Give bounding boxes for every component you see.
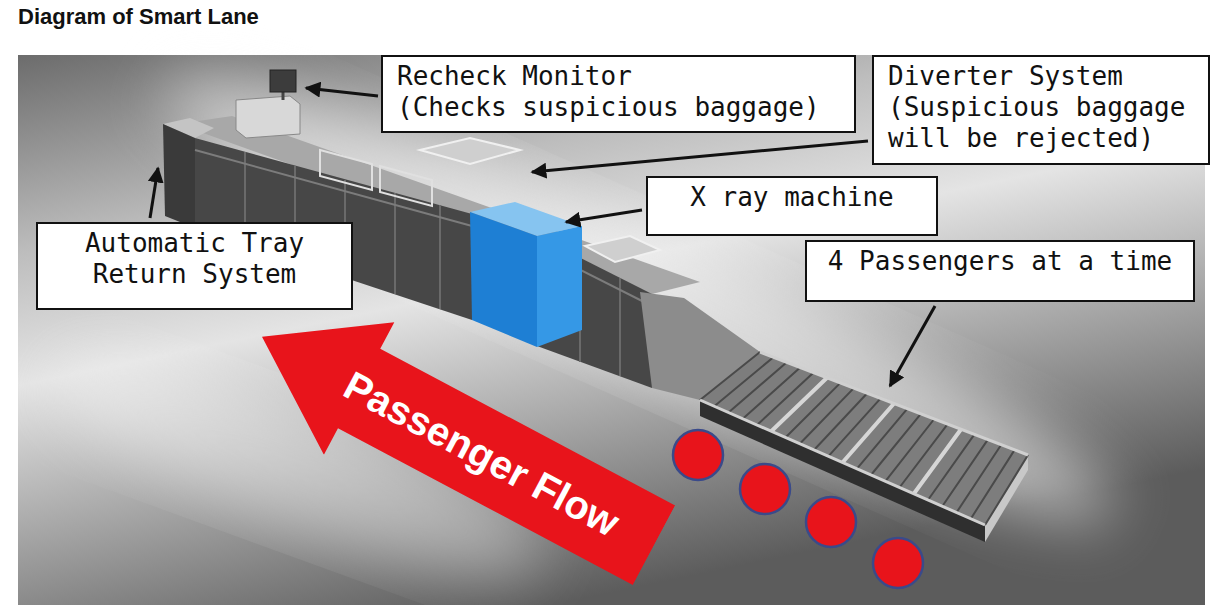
callout-box: X ray machine: [646, 176, 938, 236]
callout-text: Diverter System: [888, 61, 1194, 92]
callout-text: Recheck Monitor: [397, 61, 840, 92]
passenger-dot: [673, 430, 723, 480]
machine-frame: [320, 150, 372, 190]
callout-text: (Checks suspicious baggage): [397, 92, 840, 123]
xray-side: [537, 226, 582, 347]
callout-box: 4 Passengers at a time: [805, 240, 1195, 302]
table-rails: [700, 352, 1028, 525]
diverter-frame: [420, 138, 520, 164]
roller-table: [700, 352, 1028, 525]
tray-return-unit: [163, 124, 195, 228]
xray-machine: [470, 212, 537, 347]
leader-arrow: [532, 141, 868, 172]
callout-text: 4 Passengers at a time: [821, 246, 1179, 277]
passenger-dot: [873, 538, 923, 588]
callout-box: Automatic Tray Return System: [36, 222, 353, 310]
monitor-stand: [282, 92, 285, 100]
callout-box: Diverter System(Suspicious baggage will …: [872, 55, 1210, 165]
leader-arrow: [306, 88, 378, 96]
table-dividers: [771, 378, 961, 494]
background: [18, 55, 1205, 605]
callout-text: (Suspicious baggage will be rejected): [888, 92, 1194, 154]
diagram-title: Diagram of Smart Lane: [18, 4, 259, 30]
callout-text: Automatic Tray Return System: [52, 228, 337, 290]
passenger-dot: [806, 497, 856, 547]
flow-arrow-body: [227, 271, 689, 612]
leader-arrow: [566, 210, 642, 222]
passenger-dot: [740, 464, 790, 514]
machine-frame: [380, 166, 432, 206]
machine-frame: [585, 236, 660, 262]
rollers: [700, 352, 1028, 525]
callout-box: Recheck Monitor(Checks suspicious baggag…: [381, 55, 856, 133]
callout-text: X ray machine: [662, 182, 922, 213]
recheck-monitor: [270, 70, 296, 92]
recheck-station: [236, 96, 300, 138]
leader-arrow: [890, 306, 935, 386]
roller-table-end: [985, 455, 1028, 542]
leader-arrow: [150, 168, 158, 218]
